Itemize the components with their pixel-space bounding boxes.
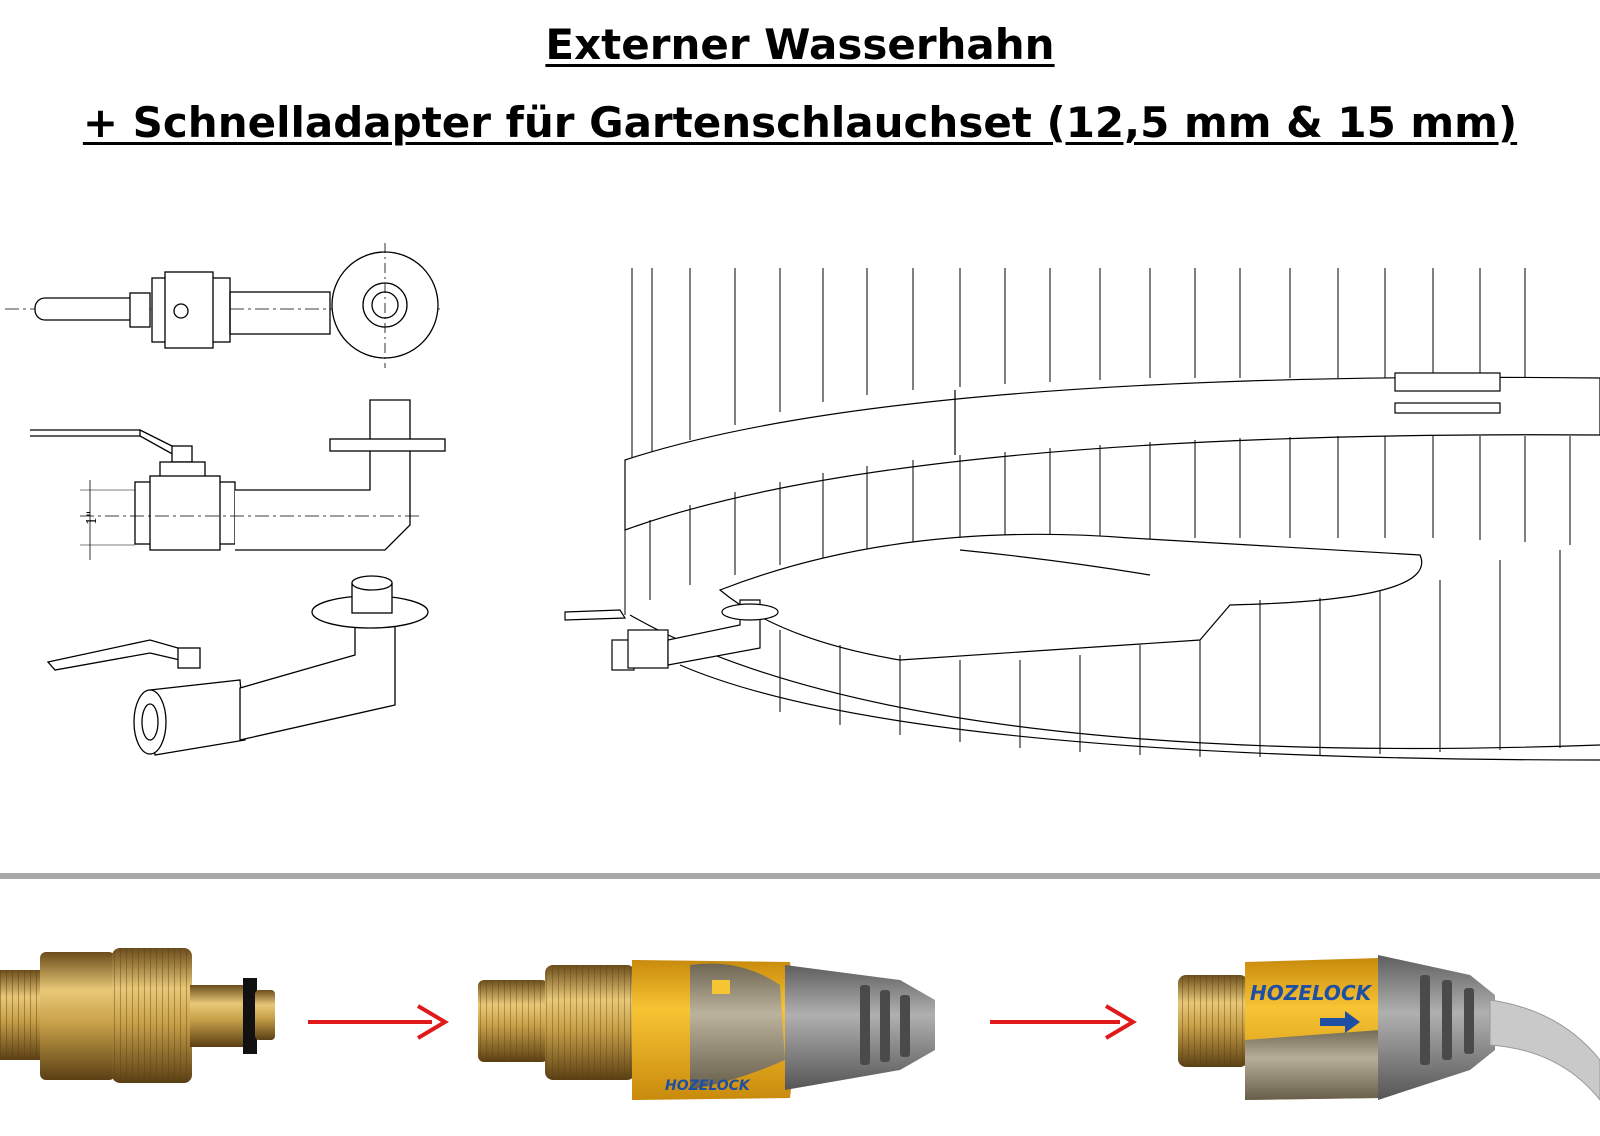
hozelock-connector-photo-1: HOZELOCK bbox=[478, 960, 935, 1100]
hot-tub-staves-lower bbox=[624, 436, 1571, 615]
section-divider bbox=[0, 873, 1600, 879]
title-line-1: Externer Wasserhahn bbox=[545, 20, 1055, 69]
arrow-icon-2 bbox=[990, 1004, 1137, 1040]
flow-arrow-icon bbox=[1320, 1011, 1360, 1033]
hozelock-logo-1: HOZELOCK bbox=[665, 1078, 751, 1094]
arrow-icon-1 bbox=[308, 1004, 449, 1040]
valve-perspective-drawing bbox=[46, 575, 429, 756]
title-line-2: + Schnelladapter für Gartenschlauchset (… bbox=[82, 98, 1518, 147]
hozelock-connector-photo-2: HOZELOCK bbox=[1178, 955, 1600, 1101]
hot-tub-drawing bbox=[564, 268, 1600, 761]
hot-tub-staves-upper bbox=[631, 268, 1526, 480]
valve-side-view-drawing bbox=[30, 399, 446, 560]
brass-tap-connector-photo bbox=[0, 948, 275, 1083]
hot-tub-tap bbox=[564, 599, 779, 671]
dimension-label: 1" bbox=[85, 511, 100, 525]
hot-tub-band bbox=[624, 376, 1600, 531]
hozelock-logo-2: HOZELOCK bbox=[1250, 981, 1373, 1005]
valve-top-view-drawing bbox=[5, 243, 440, 368]
